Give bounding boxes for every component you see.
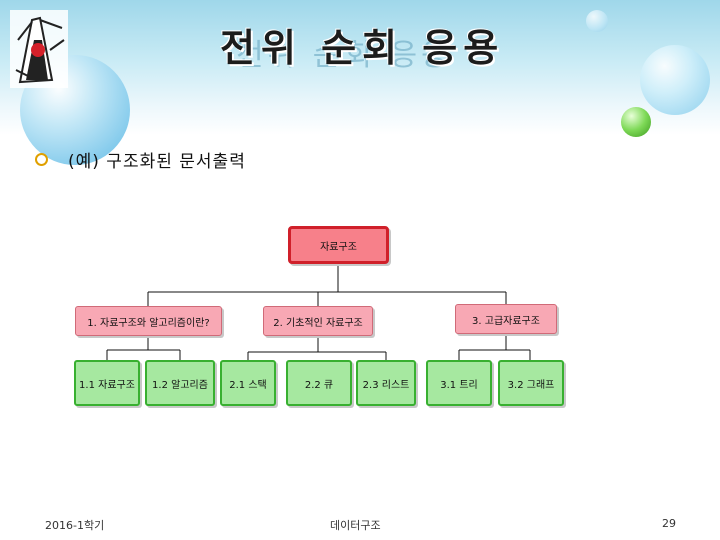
tree-node-leaf: 1.2 알고리즘 [145,360,215,406]
slide-title: 전위 순회 응용 [220,26,505,70]
slide-title-shadow: 전위 순회 응용 [236,38,453,73]
footer-semester: 2016-1학기 [45,519,105,532]
bullet-icon [35,152,48,166]
tree-node-leaf: 3.2 그래프 [498,360,564,406]
tree-node-level1: 3. 고급자료구조 [455,304,557,334]
java-duke-logo [10,10,68,88]
tree-node-root: 자료구조 [288,226,389,264]
tree-node-leaf: 2.1 스택 [220,360,276,406]
decor-bubble [621,107,651,137]
footer-course: 데이터구조 [330,519,381,532]
footer-page-number: 29 [662,517,676,530]
tree-node-leaf: 3.1 트리 [426,360,492,406]
tree-node-level1: 2. 기초적인 자료구조 [263,306,373,336]
bullet-text: (예) 구조화된 문서출력 [68,151,246,172]
decor-bubble [640,45,710,115]
tree-node-leaf: 2.2 큐 [286,360,352,406]
tree-node-leaf: 1.1 자료구조 [74,360,140,406]
tree-node-level1: 1. 자료구조와 알고리즘이란? [75,306,222,336]
tree-node-leaf: 2.3 리스트 [356,360,416,406]
decor-bubble [586,10,608,32]
bullet-item: (예) 구조화된 문서출력 [35,148,246,172]
